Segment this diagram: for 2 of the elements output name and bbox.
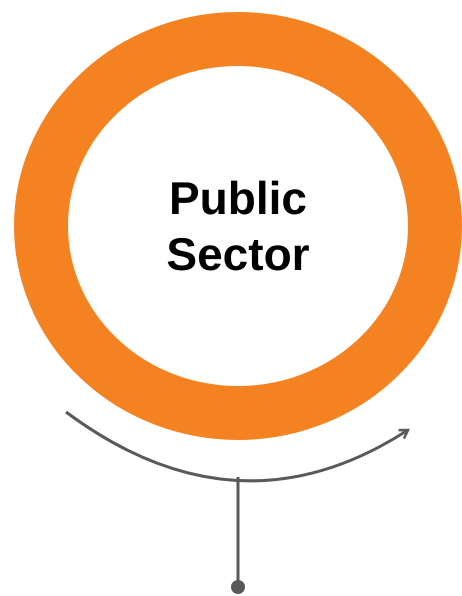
node-label: Public Sector bbox=[165, 171, 311, 282]
ring-node bbox=[14, 12, 462, 440]
